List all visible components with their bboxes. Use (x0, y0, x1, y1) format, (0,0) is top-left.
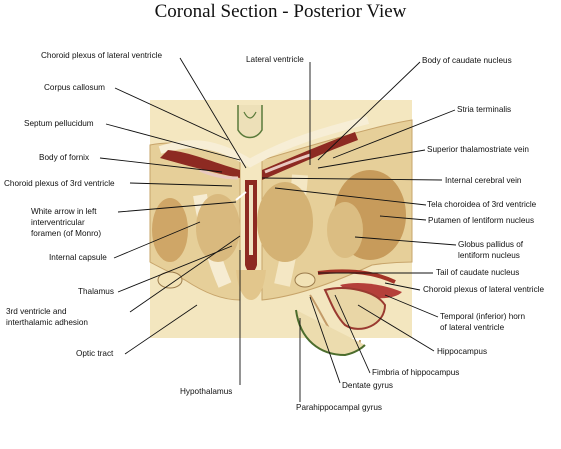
label-temporal-horn-line2: of lateral ventricle (440, 323, 505, 332)
white-arrow (235, 191, 247, 201)
label-parahippocampal-gyrus: Parahippocampal gyrus (296, 403, 383, 412)
label-3rd-ventricle-line2: interthalamic adhesion (6, 318, 88, 327)
thalamus-right (257, 182, 313, 262)
label-3rd-ventricle-line1: 3rd ventricle and (6, 307, 67, 316)
label-hypothalamus: Hypothalamus (180, 387, 233, 396)
septum-top (237, 105, 263, 139)
corpus-callosum (158, 116, 370, 168)
label-optic-tract: Optic tract (76, 349, 114, 358)
label-fimbria: Fimbria of hippocampus (372, 368, 460, 377)
label-corpus-callosum: Corpus callosum (44, 83, 105, 92)
choroid-plexus-left (199, 168, 239, 180)
hippocampus (323, 287, 387, 330)
label-body-of-fornix: Body of fornix (39, 153, 90, 162)
lateral-ventricle-left (160, 150, 240, 178)
label-tela-choroidea: Tela choroidea of 3rd ventricle (427, 200, 537, 209)
label-thalamus: Thalamus (78, 287, 114, 296)
label-white-arrow-line1: White arrow in left (31, 207, 97, 216)
label-septum-pellucidum: Septum pellucidum (24, 119, 94, 128)
label-superior-thalamostriate-vein: Superior thalamostriate vein (427, 145, 529, 154)
label-hippocampus: Hippocampus (437, 347, 488, 356)
label-temporal-horn-line1: Temporal (inferior) horn (440, 312, 526, 321)
optic-tract-left (157, 271, 183, 289)
label-body-of-caudate-nucleus: Body of caudate nucleus (422, 56, 512, 65)
label-stria-terminalis: Stria terminalis (457, 105, 512, 114)
tail-of-caudate (317, 269, 396, 284)
label-internal-cerebral-vein: Internal cerebral vein (445, 176, 522, 185)
label-tail-of-caudate: Tail of caudate nucleus (436, 268, 520, 277)
thalamus-left (196, 194, 240, 262)
label-putamen: Putamen of lentiform nucleus (428, 216, 535, 225)
label-internal-capsule: Internal capsule (49, 253, 107, 262)
leader-lines (99, 57, 457, 402)
label-white-arrow-line3: foramen (of Monro) (31, 229, 102, 238)
parahippocampal-gyrus (295, 309, 366, 357)
label-dentate-gyrus: Dentate gyrus (342, 381, 393, 390)
label-globus-pallidus-line1: Globus pallidus of (458, 240, 524, 249)
diagram-title: Coronal Section - Posterior View (154, 1, 407, 22)
optic-tract-right (294, 272, 316, 288)
label-lateral-ventricle: Lateral ventricle (246, 55, 304, 64)
hypothalamus-region (236, 270, 266, 300)
globus-pallidus (327, 202, 363, 258)
label-choroid-plexus-3rd-ventricle: Choroid plexus of 3rd ventricle (4, 179, 115, 188)
label-choroid-plexus-lateral-ventricle-top: Choroid plexus of lateral ventricle (41, 51, 163, 60)
putamen-left (152, 198, 188, 262)
label-globus-pallidus-line2: lentiform nucleus (458, 251, 520, 260)
label-choroid-plexus-lateral-ventricle-bottom: Choroid plexus of lateral ventricle (423, 285, 545, 294)
choroid-plexus-right (264, 153, 311, 174)
label-white-arrow-line2: interventricular (31, 218, 85, 227)
